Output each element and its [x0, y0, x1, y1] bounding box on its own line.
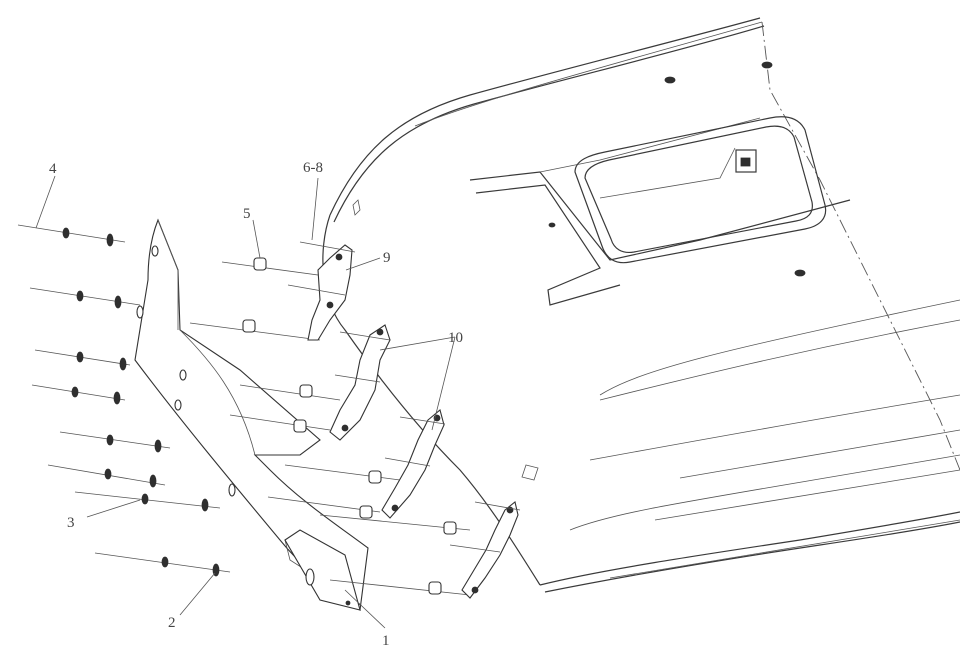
spacer-set — [189, 257, 471, 596]
bracket-10-a — [329, 324, 391, 441]
part-1-bumper-plate — [134, 218, 369, 611]
callout-leaders — [35, 175, 456, 629]
callout-1: 1 — [382, 633, 390, 649]
bolt-hole — [179, 369, 187, 381]
callout-2: 2 — [168, 615, 176, 631]
vehicle-body-panel — [322, 17, 960, 593]
bolt-hole — [151, 245, 159, 257]
bolt-hole — [174, 399, 182, 411]
bolt-hole — [136, 305, 144, 319]
mount-hole — [664, 76, 676, 84]
mount-hole — [794, 269, 806, 277]
callout-4: 4 — [49, 161, 57, 177]
mount-hole — [761, 61, 773, 69]
callout-labels: 4 5 6-8 9 10 3 2 1 — [49, 160, 463, 649]
callout-3: 3 — [67, 515, 75, 531]
callout-10: 10 — [448, 330, 463, 346]
bracket-9 — [287, 241, 356, 341]
bracket-10-c — [449, 501, 521, 599]
bolt-hole — [305, 568, 315, 586]
hatch-latch-icon — [735, 149, 757, 173]
bolt-hole — [228, 483, 236, 497]
bracket-10-b — [381, 409, 446, 519]
fastener-set-left — [17, 224, 231, 577]
callout-6-8: 6-8 — [303, 160, 323, 176]
callout-9: 9 — [383, 250, 391, 266]
callout-5: 5 — [243, 206, 251, 222]
